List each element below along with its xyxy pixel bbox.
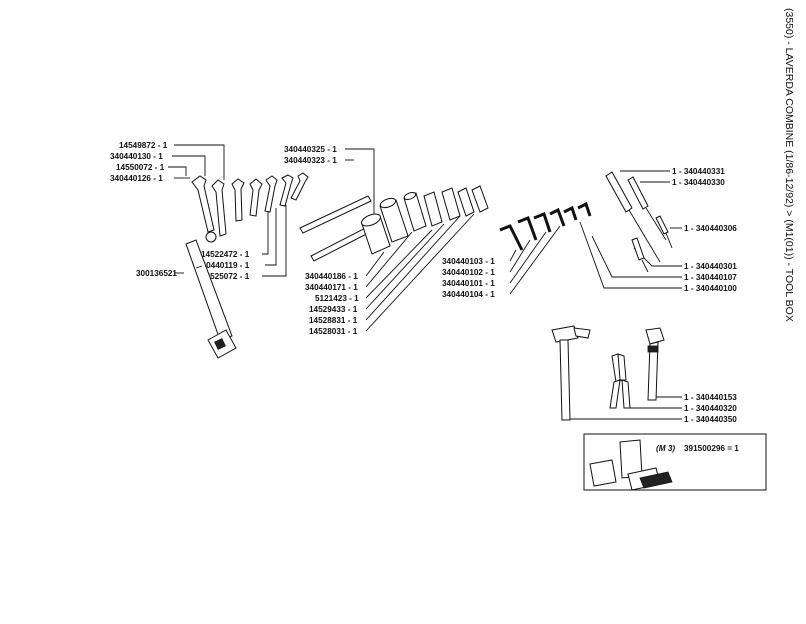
label-340440101[interactable]: 340440101 - 1 (442, 279, 495, 288)
hand-tools-group: 1 - 340440153 1 - 340440320 1 - 34044035… (551, 325, 737, 424)
label-340440301[interactable]: 1 - 340440301 (684, 262, 737, 271)
label-300136521[interactable]: 300136521 (136, 269, 177, 278)
socket-icon (361, 185, 489, 255)
label-14550072[interactable]: 14550072 - 1 (116, 163, 165, 172)
label-340440330[interactable]: 1 - 340440330 (672, 178, 725, 187)
kit-box-panel: (M 3) 391500296 = 1 (583, 433, 767, 491)
socket-wrench-group: 300136521 (136, 239, 237, 359)
wrench-group: 14549872 - 1 340440130 - 1 14550072 - 1 … (110, 141, 309, 281)
socket-wrench-icon (185, 239, 237, 359)
label-14528831[interactable]: 14528831 - 1 (309, 316, 358, 325)
tool-box-icon (589, 439, 673, 491)
label-14522472[interactable]: 14522472 - 1 (201, 250, 250, 259)
socket-group: 340440186 - 1 340440171 - 1 5121423 - 1 … (305, 185, 489, 336)
label-340440331[interactable]: 1 - 340440331 (672, 167, 725, 176)
label-340440130[interactable]: 340440130 - 1 (110, 152, 163, 161)
kit-box-prefix: (M 3) (656, 444, 675, 453)
label-340440320[interactable]: 1 - 340440320 (684, 404, 737, 413)
label-340440103[interactable]: 340440103 - 1 (442, 257, 495, 266)
bar-group: 340440325 - 1 340440323 - 1 (284, 145, 381, 262)
label-340440100[interactable]: 1 - 340440100 (684, 284, 737, 293)
hex-key-group: 340440103 - 1 340440102 - 1 340440101 - … (442, 201, 592, 299)
hammer-icon (551, 325, 591, 421)
label-340440171[interactable]: 340440171 - 1 (305, 283, 358, 292)
label-340440153[interactable]: 1 - 340440153 (684, 393, 737, 402)
label-340440323[interactable]: 340440323 - 1 (284, 156, 337, 165)
label-340440107[interactable]: 1 - 340440107 (684, 273, 737, 282)
label-14549872[interactable]: 14549872 - 1 (119, 141, 168, 150)
label-5121423[interactable]: 5121423 - 1 (315, 294, 359, 303)
page-title: (3550) - LAVERDA COMBINE (1/86-12/92) > … (783, 8, 795, 322)
label-340440350[interactable]: 1 - 340440350 (684, 415, 737, 424)
label-340440186[interactable]: 340440186 - 1 (305, 272, 358, 281)
label-14525072[interactable]: 14525072 - 1 (201, 272, 250, 281)
pliers-icon (609, 353, 631, 409)
label-14529433[interactable]: 14529433 - 1 (309, 305, 358, 314)
label-340440126[interactable]: 340440126 - 1 (110, 174, 163, 183)
label-340440104[interactable]: 340440104 - 1 (442, 290, 495, 299)
label-340440325[interactable]: 340440325 - 1 (284, 145, 337, 154)
adjustable-wrench-icon (645, 327, 665, 401)
screwdriver-icon (605, 171, 673, 273)
label-340440102[interactable]: 340440102 - 1 (442, 268, 495, 277)
label-391500296[interactable]: 391500296 = 1 (684, 444, 739, 453)
label-14528031[interactable]: 14528031 - 1 (309, 327, 358, 336)
screwdriver-group: 1 - 340440331 1 - 340440330 1 - 34044030… (579, 167, 737, 293)
hex-key-icon (499, 201, 592, 251)
label-340440306[interactable]: 1 - 340440306 (684, 224, 737, 233)
open-end-wrench-icon (191, 172, 309, 243)
label-340440119[interactable]: 340440119 - 1 (197, 261, 250, 270)
